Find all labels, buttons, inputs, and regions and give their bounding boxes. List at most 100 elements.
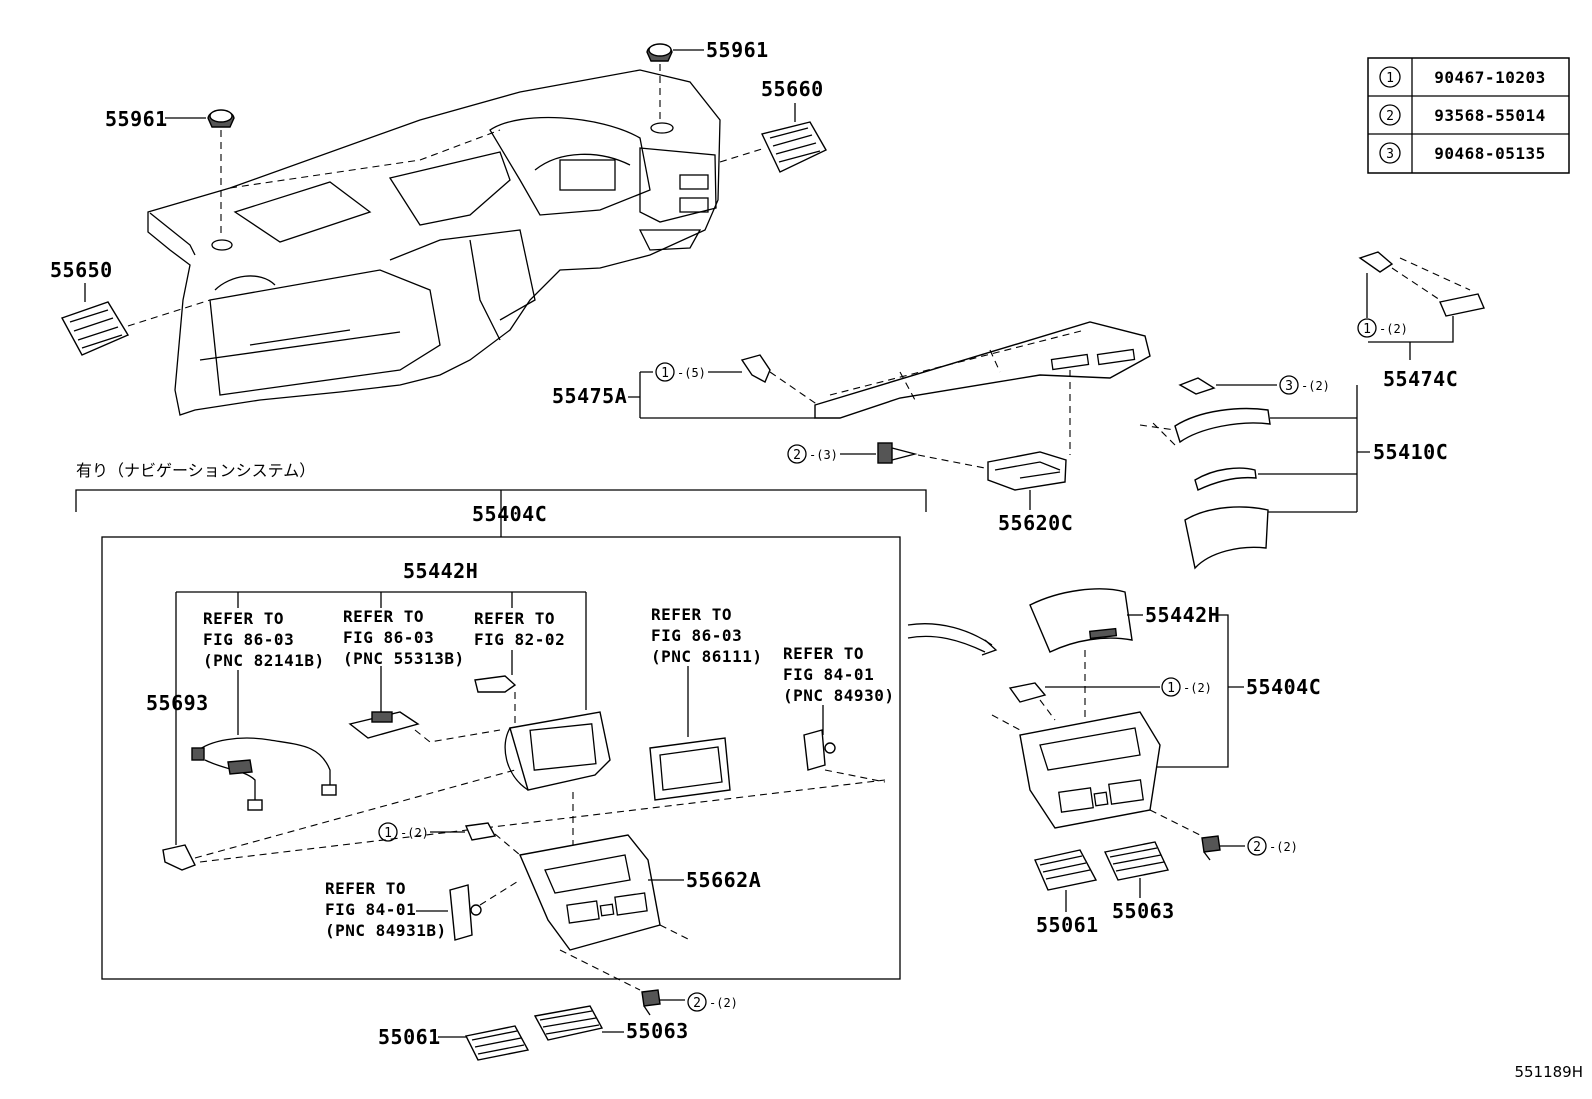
svg-text:REFER TO: REFER TO [783, 644, 864, 663]
fastener-ref-circle: 1 [384, 826, 392, 841]
svg-text:REFER TO: REFER TO [651, 605, 732, 624]
part-55063-bottom-vent: 55063 [533, 1005, 689, 1043]
svg-text:REFER TO: REFER TO [325, 879, 406, 898]
fastener-ref-circle: 1 [1363, 322, 1371, 337]
fastener-ref-circle: 1 [661, 366, 669, 381]
refer-note-6: REFER TO FIG 84-01 (PNC 84931B) [325, 879, 447, 940]
callout-55063-right: 55063 [1112, 899, 1175, 923]
detail-arrow [907, 623, 993, 653]
part-55961-top: 55961 [646, 38, 769, 124]
fastener-qty: -(2) [1301, 379, 1330, 393]
part-screw-box-bottom: 2 -(2) [641, 989, 738, 1016]
part-bracket-84931B [416, 879, 521, 941]
callout-55404C-right: 55404C [1246, 675, 1321, 699]
svg-text:FIG 86-03: FIG 86-03 [343, 628, 434, 647]
fastener-ref: 1 [1386, 71, 1394, 86]
part-55650-vent: 55650 [50, 258, 211, 356]
callout-55620C: 55620C [998, 511, 1073, 535]
callout-55475A-group: 1 -(5) 55475A [552, 362, 815, 419]
callout-55474C: 55474C [1383, 367, 1458, 391]
svg-text:FIG 86-03: FIG 86-03 [203, 630, 294, 649]
fastener-qty: -(5) [677, 366, 706, 380]
callout-55662A: 55662A [686, 868, 761, 892]
svg-text:REFER TO: REFER TO [343, 607, 424, 626]
callout-55410C: 55410C [1373, 440, 1448, 464]
navigation-assembly-frame [101, 536, 901, 980]
svg-text:(PNC 82141B): (PNC 82141B) [203, 651, 325, 670]
fastener-ref: 3 [1386, 147, 1394, 162]
part-navigation-housing [504, 711, 611, 855]
svg-text:(PNC 84930): (PNC 84930) [783, 686, 894, 705]
refer-note-1: REFER TO FIG 86-03 (PNC 82141B) [203, 609, 325, 670]
part-circuit-board [348, 666, 501, 743]
diagram-code: 551189H [1514, 1063, 1583, 1081]
fastener-part-number: 90468-05135 [1434, 144, 1545, 163]
fastener-row-1: 1 90467-10203 [1379, 66, 1545, 88]
callout-55693: 55693 [146, 691, 209, 715]
part-plug [474, 650, 517, 735]
svg-text:FIG 82-02: FIG 82-02 [474, 630, 565, 649]
svg-text:(PNC 86111): (PNC 86111) [651, 647, 762, 666]
svg-text:FIG 86-03: FIG 86-03 [651, 626, 742, 645]
fastener-qty: -(2) [709, 996, 738, 1010]
callout-55442H-frame-group: 55442H [175, 559, 587, 845]
fastener-ref: 2 [1386, 109, 1394, 124]
fastener-qty: -(3) [809, 448, 838, 462]
part-display [649, 666, 731, 801]
part-55660-vent: 55660 [719, 77, 827, 173]
svg-text:REFER TO: REFER TO [474, 609, 555, 628]
fastener-ref-circle: 1 [1167, 681, 1175, 696]
callout-55475A: 55475A [552, 384, 627, 408]
part-clip-right: 1 -(2) [991, 677, 1212, 731]
fastener-qty: -(2) [1269, 840, 1298, 854]
instrument-panel-drawing [147, 69, 721, 416]
part-55061-right-vent: 55061 [1034, 849, 1098, 937]
refer-note-3: REFER TO FIG 82-02 [474, 609, 565, 649]
svg-text:(PNC 55313B): (PNC 55313B) [343, 649, 465, 668]
fastener-part-number: 93568-55014 [1434, 106, 1545, 125]
part-55442H-lid: 55442H [1029, 588, 1220, 720]
part-bezel-right [1019, 711, 1201, 836]
callout-55061-bottom: 55061 [378, 1025, 441, 1049]
fastener-row-3: 3 90468-05135 [1379, 142, 1545, 164]
arrow-head [981, 639, 998, 656]
callout-55404C-right-bracket [1150, 614, 1244, 768]
part-55410C: 3 -(2) 55410C [1139, 375, 1448, 570]
refer-note-2: REFER TO FIG 86-03 (PNC 55313B) [343, 607, 465, 668]
part-55474C: 1 -(2) 55474C [1357, 251, 1485, 391]
refer-note-5: REFER TO FIG 84-01 (PNC 84930) [783, 644, 894, 705]
part-55061-bottom-vent: 55061 [378, 1025, 530, 1061]
callout-55660: 55660 [761, 77, 824, 101]
part-wire-harness [191, 670, 337, 811]
svg-text:FIG 84-01: FIG 84-01 [783, 665, 874, 684]
fastener-ref-circle: 2 [793, 448, 801, 463]
part-55693-clip [162, 769, 886, 871]
svg-text:(PNC 84931B): (PNC 84931B) [325, 921, 447, 940]
fastener-ref-circle: 3 [1285, 379, 1293, 394]
fastener-qty: -(2) [400, 826, 429, 840]
fastener-ref-circle: 2 [693, 996, 701, 1011]
part-55961-left: 55961 [105, 107, 235, 238]
callout-55404C-frame: 55404C [472, 502, 547, 526]
fastener-qty: -(2) [1379, 322, 1408, 336]
fastener-row-2: 2 93568-55014 [1379, 104, 1545, 126]
part-screw-2: 2 -(3) [787, 442, 996, 471]
fastener-ref-circle: 2 [1253, 840, 1261, 855]
navigation-note: 有り（ナビゲーションシステム） [76, 461, 315, 480]
part-55475A-trim [740, 321, 1151, 455]
refer-note-4: REFER TO FIG 86-03 (PNC 86111) [651, 605, 762, 666]
svg-text:FIG 84-01: FIG 84-01 [325, 900, 416, 919]
callout-55961-top: 55961 [706, 38, 769, 62]
part-clip-box: 1 -(2) [378, 822, 521, 856]
part-screw-right: 2 -(2) [1201, 835, 1298, 861]
callout-55442H-frame: 55442H [403, 559, 478, 583]
part-55662A-bezel: 55662A [519, 834, 761, 991]
callout-55961-left: 55961 [105, 107, 168, 131]
svg-text:REFER TO: REFER TO [203, 609, 284, 628]
part-55063-right-vent: 55063 [1103, 841, 1175, 923]
callout-55063-bottom: 55063 [626, 1019, 689, 1043]
callout-55442H-right: 55442H [1145, 603, 1220, 627]
part-55620C-bracket: 55620C [987, 451, 1073, 535]
fastener-part-number: 90467-10203 [1434, 68, 1545, 87]
